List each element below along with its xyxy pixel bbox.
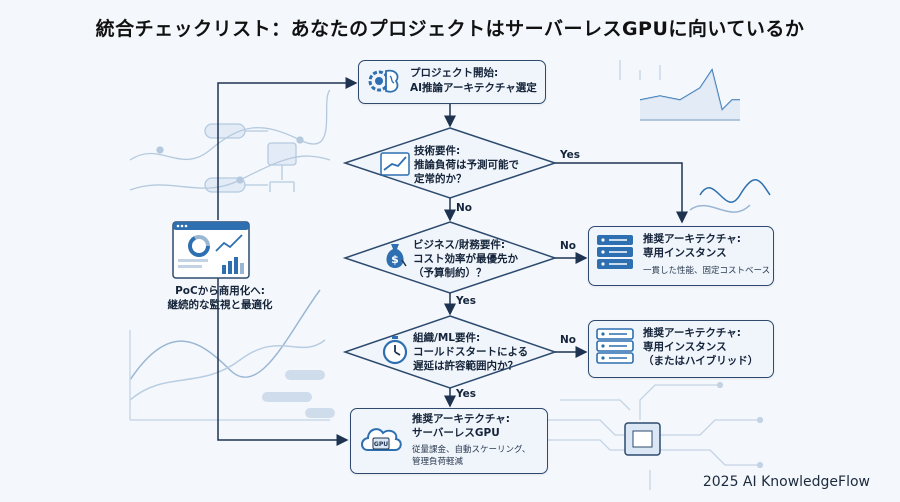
edge-label-no-organization: No [560, 334, 577, 346]
stopwatch-icon [382, 336, 408, 365]
start-line1: プロジェクト開始: [410, 67, 499, 79]
edge-label-yes-organization: Yes [456, 388, 477, 400]
server-rack-icon [596, 328, 634, 364]
dashboard-icon [172, 221, 250, 279]
money-bag-icon: $ [386, 244, 407, 268]
svg-text:$: $ [391, 253, 399, 266]
outcome-dedicated-hybrid-title: 推奨アーキテクチャ: 専用インスタンス （またはハイブリッド） [643, 327, 759, 367]
server-rack-icon [597, 235, 633, 269]
edge-label-no-business: No [560, 240, 577, 252]
connectors [217, 77, 688, 446]
line-chart-icon [380, 152, 410, 176]
deco-network-topleft [129, 89, 331, 193]
edge-label-no-technical: No [456, 202, 473, 214]
deco-circuit-bottomright [540, 381, 764, 490]
outcome-dedicated-sub: 一貫した性能、固定コストベース [643, 266, 771, 276]
decision-organization-text: 組織/ML要件: コールドスタートによる 遅延は許容範囲内か？ [413, 332, 529, 372]
page-title: 統合チェックリスト：あなたのプロジェクトはサーバーレスGPUに向いているか [95, 18, 805, 40]
brain-gear-icon [368, 69, 399, 93]
edge-label-yes-business: Yes [456, 295, 477, 307]
gpu-chip-label: GPU [374, 441, 388, 448]
footer-credit: 2025 AI KnowledgeFlow [702, 474, 870, 490]
outcome-dedicated-title: 推奨アーキテクチャ: 専用インスタンス [643, 233, 741, 259]
edge-label-yes-technical: Yes [560, 149, 581, 161]
start-line2: AI推論アーキテクチャ選定 [410, 82, 537, 94]
outcome-serverless-title: 推奨アーキテクチャ: サーバーレスGPU [412, 413, 510, 439]
decision-business-text: ビジネス/財務要件: コスト効率が最優先か （予算制約）？ [413, 239, 518, 279]
deco-charts-right [619, 60, 771, 213]
cloud-gpu-icon: GPU [361, 428, 402, 451]
deco-waves-bottomleft [129, 289, 335, 421]
decision-technical-text: 技術要件: 推論負荷は予測可能で 定常的か？ [414, 145, 519, 185]
outcome-serverless-sub: 従量課金、自動スケーリング、 管理負荷軽減 [412, 445, 531, 467]
left-monitoring-label: PoCから商用化へ: 継続的な監視と最適化 [167, 285, 273, 311]
